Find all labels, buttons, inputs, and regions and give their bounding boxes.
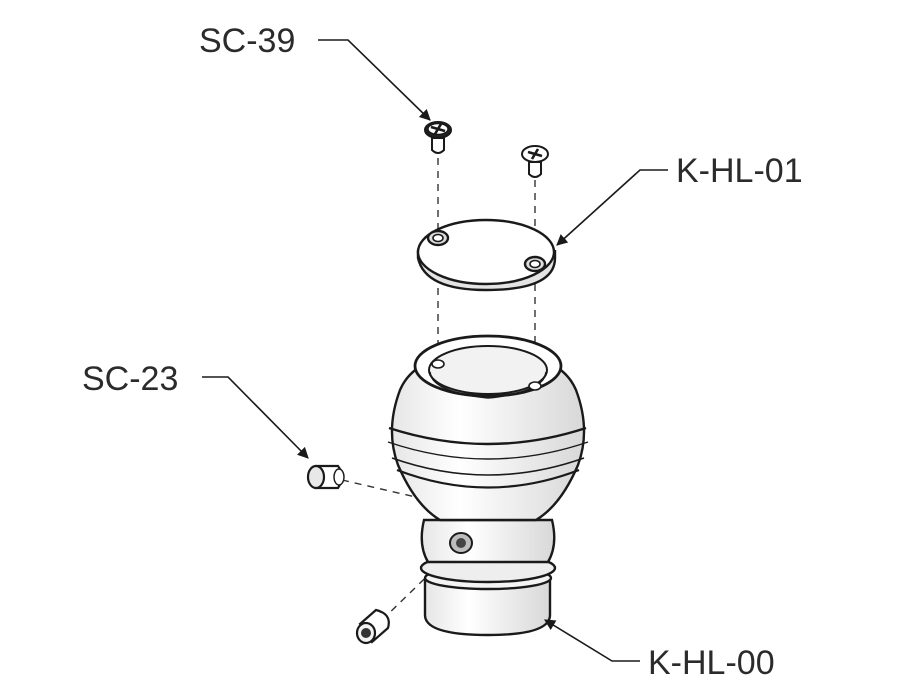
leader-sc-39 [318, 39, 431, 121]
body-k-hl-00 [387, 334, 589, 637]
callout-k-hl-00: K-HL-00 [648, 644, 775, 682]
set-screw-sc-23-upper [306, 464, 345, 490]
leader-k-hl-00 [544, 619, 640, 662]
leader-lines [202, 39, 668, 662]
callout-k-hl-01: K-HL-01 [676, 152, 803, 190]
callout-sc-23: SC-23 [82, 360, 178, 398]
screw-sc-39-left [424, 121, 452, 154]
set-screw-sc-23-lower [355, 608, 390, 645]
callout-sc-39: SC-39 [199, 22, 295, 60]
screw-sc-39-right [521, 145, 549, 178]
leader-k-hl-01 [556, 169, 668, 246]
cover-plate-k-hl-01 [416, 218, 557, 292]
leader-sc-23 [202, 376, 309, 459]
